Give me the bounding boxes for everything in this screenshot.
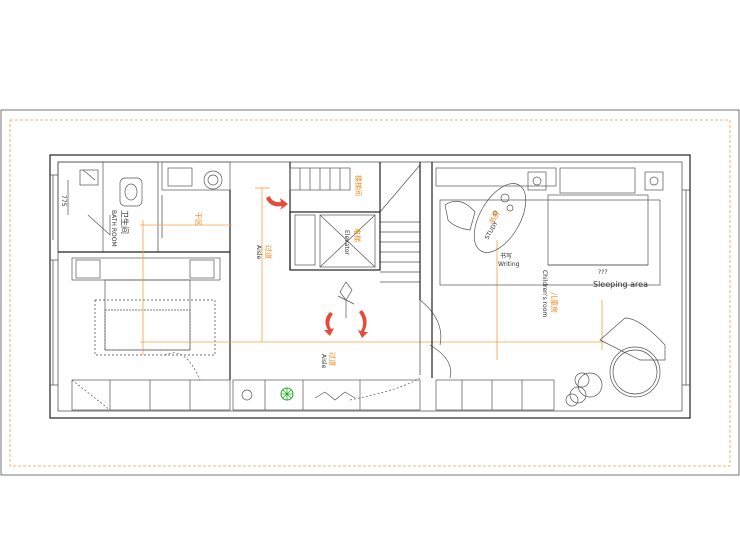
- person-icon: [337, 281, 355, 318]
- wall-mark: 775: [60, 195, 67, 207]
- bath-label-cn: 卫生间: [120, 210, 130, 234]
- staircase: [289, 162, 421, 300]
- arrow-icon-down-left: [324, 312, 334, 336]
- left-window: [50, 174, 58, 386]
- aisle-v-label: 过道: [264, 245, 273, 259]
- study-label-en: STUDY: [484, 220, 500, 241]
- elevator: [289, 211, 381, 271]
- aisle-h-label-en: Aisle: [320, 354, 327, 369]
- flow-arrows: [266, 196, 368, 338]
- bath-label-en: BATH ROOM: [110, 210, 117, 247]
- right-window: [682, 189, 690, 386]
- wardrobe-left: [71, 379, 231, 411]
- outer-wall: [49, 154, 691, 419]
- sleeping-area-label: Sleeping area: [593, 280, 648, 289]
- bottom-cabinets: [232, 379, 421, 411]
- question-label: ???: [598, 269, 608, 276]
- bathroom: [57, 161, 159, 253]
- arrow-icon-down-right: [358, 310, 368, 338]
- sleep-label-en: Children's room: [541, 270, 548, 317]
- dry-area: [161, 161, 231, 238]
- stair-label: 楼梯间: [354, 175, 363, 196]
- lounge-corner: [565, 317, 666, 407]
- dry-area-label: 干区: [194, 212, 202, 226]
- master-bedroom: [58, 190, 231, 380]
- inner-wall-line: [57, 161, 683, 412]
- aisle-h-label: 过道: [328, 352, 337, 366]
- writing-label-cn: 书写: [500, 252, 512, 260]
- drawing-border: [9, 119, 731, 467]
- sleep-label-cn: 儿童房: [550, 292, 559, 313]
- sheet-border: [0, 109, 740, 476]
- right-room: [431, 162, 664, 300]
- elevator-label: 电梯: [353, 228, 362, 242]
- wardrobe-right: [435, 379, 555, 411]
- elevator-label-en: Elevator: [343, 230, 350, 255]
- aisle-v-label-en: Aisle: [255, 245, 262, 260]
- writing-label-en: Writing: [498, 261, 520, 268]
- dimension-lines: [140, 187, 605, 360]
- arrow-icon-left: [266, 196, 288, 210]
- plant-icon: [280, 387, 294, 401]
- doors: [164, 299, 452, 401]
